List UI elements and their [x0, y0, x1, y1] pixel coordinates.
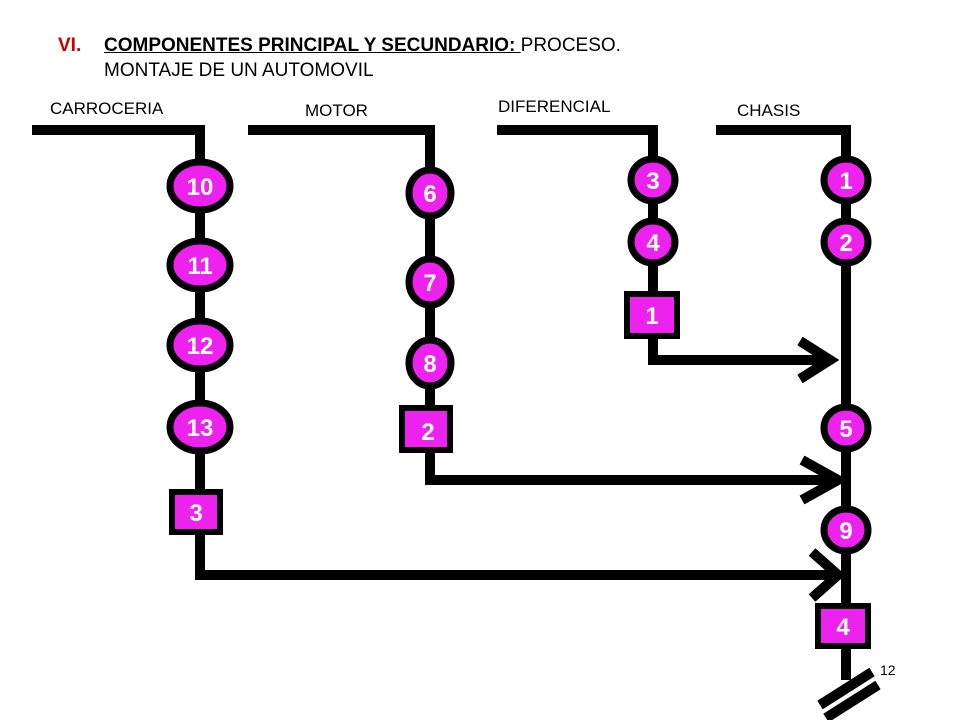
section-number: VI.: [58, 35, 82, 56]
end-break-line-2: [823, 680, 881, 720]
chasis-nodes: 1 2 5 9 4: [815, 155, 872, 649]
title-line-1: COMPONENTES PRINCIPAL Y SECUNDARIO: PROC…: [104, 34, 621, 57]
carroceria-to-chasis-line: [195, 510, 838, 580]
operation-13-label: 13: [187, 415, 214, 442]
operation-5-label: 5: [839, 416, 852, 443]
operation-12-label: 12: [187, 333, 214, 360]
operation-10-label: 10: [187, 174, 214, 201]
motor-nodes: 6 7 8 2: [399, 166, 455, 453]
operation-8-label: 8: [423, 351, 436, 378]
operation-4: 4: [627, 217, 679, 267]
operation-6: 6: [405, 166, 455, 220]
operation-2-label: 2: [839, 230, 852, 257]
operation-7: 7: [405, 255, 455, 309]
title-rest: PROCESO.: [520, 35, 621, 56]
motor-arrowhead: [799, 455, 849, 505]
operation-2: 2: [820, 217, 872, 267]
operation-11: 11: [166, 237, 234, 293]
operation-3: 3: [627, 155, 679, 205]
inspection-2: 2: [399, 405, 453, 453]
label-motor: MOTOR: [305, 101, 368, 120]
inspection-3: 3: [169, 489, 223, 535]
operation-9: 9: [820, 505, 872, 555]
inspection-1: 1: [624, 291, 680, 339]
connector-lines: [32, 125, 881, 720]
title-heading: COMPONENTES PRINCIPAL Y SECUNDARIO:: [104, 35, 521, 56]
inspection-2-label: 2: [421, 419, 434, 446]
operation-11-label: 11: [187, 253, 212, 280]
operation-6-label: 6: [423, 181, 436, 208]
label-carroceria: CARROCERIA: [50, 99, 164, 118]
operation-1: 1: [820, 155, 872, 205]
motor-feed-line: [248, 125, 435, 430]
title-line-2: MONTAJE DE UN AUTOMOVIL: [104, 60, 374, 81]
motor-to-chasis-line: [425, 430, 838, 485]
label-diferencial: DIFERENCIAL: [498, 97, 611, 116]
operation-4-label: 4: [646, 230, 660, 257]
inspection-4: 4: [815, 603, 871, 649]
carroceria-nodes: 10 11 12 13 3: [166, 158, 234, 535]
end-break-line-1: [817, 667, 875, 710]
operation-3-label: 3: [646, 168, 659, 195]
operation-9-label: 9: [839, 518, 852, 545]
operation-7-label: 7: [423, 270, 436, 297]
operation-12: 12: [166, 317, 234, 373]
operation-13: 13: [166, 399, 234, 455]
operation-10: 10: [166, 158, 234, 214]
diferencial-nodes: 3 4 1: [624, 155, 680, 339]
carroceria-arrowhead: [808, 548, 846, 602]
chasis-feed-line: [716, 125, 851, 680]
operation-1-label: 1: [839, 168, 852, 195]
operation-5: 5: [820, 403, 872, 453]
operation-8: 8: [405, 336, 455, 390]
inspection-3-label: 3: [189, 500, 202, 527]
page-number: 12: [880, 662, 896, 678]
carroceria-feed-line: [32, 125, 205, 510]
label-chasis: CHASIS: [737, 101, 801, 120]
inspection-4-label: 4: [836, 614, 850, 641]
diferencial-feed-line: [497, 125, 658, 315]
diferencial-arrowhead: [797, 336, 840, 384]
inspection-1-label: 1: [645, 303, 658, 330]
